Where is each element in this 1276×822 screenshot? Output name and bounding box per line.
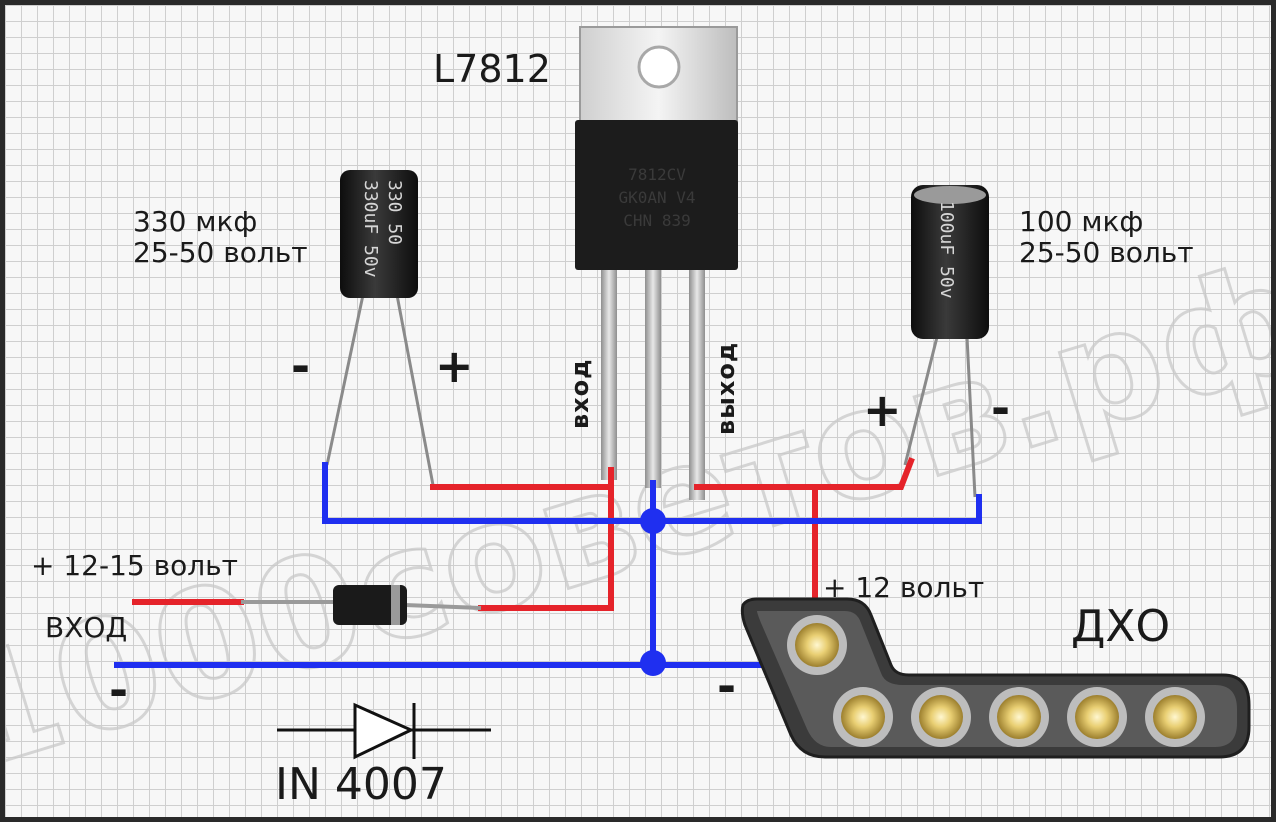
diode-body <box>333 585 407 625</box>
svg-text:CHN 839: CHN 839 <box>623 211 690 230</box>
supply-input-label: ВХОД <box>45 611 128 644</box>
cap-in-body <box>340 170 418 298</box>
wire-reg-output <box>694 457 915 490</box>
cap-in-minus-sign: - <box>291 339 311 393</box>
input-capacitor-label: 330 мкф 25-50 вольт <box>133 205 308 269</box>
junction-dot-upper <box>640 508 666 534</box>
cap-out-plus-sign: + <box>863 383 902 437</box>
drl-module <box>740 597 1251 759</box>
svg-text:GK0AN V4: GK0AN V4 <box>618 188 695 207</box>
regulator-pin-input <box>601 270 617 480</box>
supply-voltage-label: + 12-15 вольт <box>31 549 238 582</box>
cap-out-lead-minus <box>965 336 977 498</box>
cap-in-lead-plus <box>395 294 435 486</box>
regulator-pin-ground <box>645 270 661 488</box>
cap-out-lead-plus <box>903 336 939 466</box>
diode-band <box>391 585 400 625</box>
cap-out-minus-sign: - <box>991 381 1011 435</box>
svg-text:7812CV: 7812CV <box>628 165 686 184</box>
svg-text:100uF 50v: 100uF 50v <box>936 201 957 299</box>
diode-symbol <box>277 702 491 760</box>
junction-dot-lower <box>640 650 666 676</box>
circuit-drawing: 1000советов.рф 7812CV GK0AN V4 CHN 839 3… <box>5 26 1271 806</box>
svg-text:330 50: 330 50 <box>384 180 405 245</box>
cap-in-lead-minus <box>325 294 365 466</box>
diode-component <box>241 585 482 625</box>
diode-part-label: IN 4007 <box>275 759 447 810</box>
drl-leds <box>787 615 1205 747</box>
cap-in-plus-sign: + <box>435 339 474 393</box>
supply-minus-sign: - <box>109 663 129 717</box>
regulator-pin-output <box>689 270 705 500</box>
wire-reg-input <box>478 467 614 611</box>
output-minus-sign: - <box>717 659 737 713</box>
regulator-input-label: вход <box>566 358 594 429</box>
regulator-part-label: L7812 <box>433 47 551 91</box>
regulator-output-label: выход <box>712 341 740 435</box>
output-capacitor-label: 100 мкф 25-50 вольт <box>1019 205 1194 269</box>
positive-wires <box>132 457 915 611</box>
voltage-regulator: 7812CV GK0AN V4 CHN 839 <box>575 26 738 500</box>
svg-text:330uF 50v: 330uF 50v <box>360 180 381 278</box>
regulator-mount-hole <box>637 45 681 89</box>
output-capacitor: 100uF 50v <box>903 185 989 498</box>
cap-out-body <box>911 185 989 339</box>
regulator-body <box>575 120 738 270</box>
input-capacitor: 330uF 50v 330 50 <box>325 170 435 486</box>
drl-label: ДХО <box>1071 601 1171 652</box>
output-voltage-label: + 12 вольт <box>823 571 985 604</box>
